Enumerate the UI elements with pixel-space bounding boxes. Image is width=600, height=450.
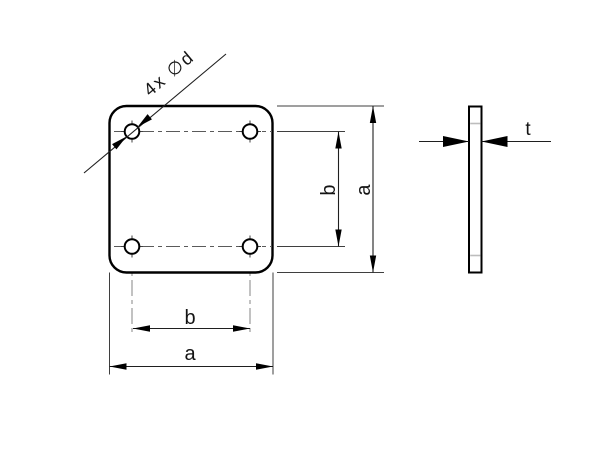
- hole-top-right: [241, 123, 259, 140]
- dimension-a-vertical: a: [277, 105, 384, 273]
- hole-bottom-right: [241, 238, 259, 255]
- plate-outline: [108, 104, 274, 274]
- hole-callout-label: 4x ∅d: [140, 46, 199, 100]
- dim-b-horizontal-label: b: [184, 307, 195, 329]
- dim-b-vertical-label: b: [318, 184, 340, 195]
- leader-arrow-upper: [137, 114, 152, 127]
- dimension-a-horizontal: a: [109, 272, 274, 375]
- dim-a-vertical-label: a: [353, 184, 375, 196]
- leader-arrow-lower: [112, 136, 127, 150]
- front-view: 4x ∅d b a b: [83, 46, 384, 375]
- hole-bottom-left: [123, 238, 141, 255]
- dimension-t-thickness: t: [419, 119, 551, 147]
- dimension-b-horizontal: b: [133, 307, 250, 332]
- dim-t-label: t: [525, 119, 531, 140]
- side-plate-outline: [468, 105, 483, 274]
- dim-a-horizontal-label: a: [184, 343, 196, 365]
- side-view: t: [419, 105, 551, 274]
- dimension-b-vertical: b: [277, 131, 345, 247]
